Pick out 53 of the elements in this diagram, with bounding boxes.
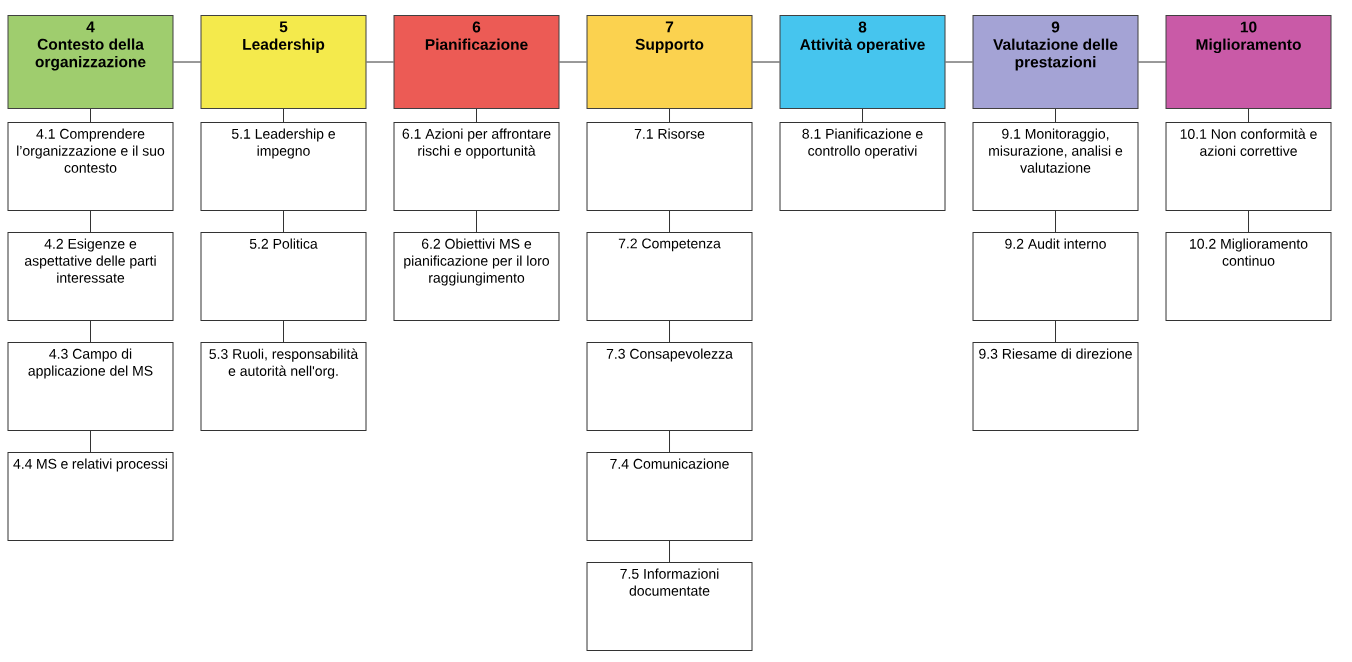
connector-line <box>862 108 863 123</box>
clause-box: 7.2 Competenza <box>586 232 753 321</box>
clause-box: 4.4 MS e relativi processi <box>7 452 174 541</box>
connector-line <box>476 210 477 233</box>
clause-box: 7.4 Comunicazione <box>586 452 753 541</box>
section-header-box: 9 Valutazione delle prestazioni <box>972 15 1139 109</box>
connector-line <box>1138 61 1166 63</box>
connector-line <box>1055 210 1056 233</box>
connector-line <box>669 210 670 233</box>
clause-box: 4.2 Esigenze e aspettative delle parti interessate <box>7 232 174 321</box>
connector-line <box>1248 108 1249 123</box>
connector-line <box>476 108 477 123</box>
connector-line <box>283 210 284 233</box>
clause-box: 7.5 Informazioni documentate <box>586 562 753 651</box>
section-header-box: 6 Pianificazione <box>393 15 560 109</box>
clause-box: 5.3 Ruoli, responsabilità e autorità nell'org. <box>200 342 367 431</box>
connector-line <box>559 61 587 63</box>
clause-box: 9.1 Monitoraggio, misurazione, analisi e valutazione <box>972 122 1139 211</box>
connector-line <box>1055 320 1056 343</box>
connector-line <box>669 430 670 453</box>
clause-box: 10.2 Miglioramento continuo <box>1165 232 1332 321</box>
clause-box: 6.1 Azioni per affrontare rischi e opportunità <box>393 122 560 211</box>
section-header-box: 10 Miglioramento <box>1165 15 1332 109</box>
connector-line <box>90 108 91 123</box>
clause-box: 9.3 Riesame di direzione <box>972 342 1139 431</box>
clause-box: 5.1 Leadership e impegno <box>200 122 367 211</box>
connector-line <box>1055 108 1056 123</box>
connector-line <box>669 108 670 123</box>
clause-box: 4.1 Comprendere l’organizzazione e il suo contesto <box>7 122 174 211</box>
clause-box: 7.3 Consapevolezza <box>586 342 753 431</box>
clause-box: 8.1 Pianificazione e controllo operativi <box>779 122 946 211</box>
clause-box: 5.2 Politica <box>200 232 367 321</box>
connector-line <box>669 540 670 563</box>
section-header-box: 4 Contesto della organizzazione <box>7 15 174 109</box>
section-header-box: 8 Attività operative <box>779 15 946 109</box>
connector-line <box>90 320 91 343</box>
section-header-box: 7 Supporto <box>586 15 753 109</box>
connector-line <box>945 61 973 63</box>
clause-box: 4.3 Campo di applicazione del MS <box>7 342 174 431</box>
clause-box: 7.1 Risorse <box>586 122 753 211</box>
clause-box: 9.2 Audit interno <box>972 232 1139 321</box>
connector-line <box>283 108 284 123</box>
connector-line <box>90 210 91 233</box>
connector-line <box>669 320 670 343</box>
connector-line <box>173 61 201 63</box>
connector-line <box>90 430 91 453</box>
connector-line <box>283 320 284 343</box>
connector-line <box>366 61 394 63</box>
connector-line <box>1248 210 1249 233</box>
section-header-box: 5 Leadership <box>200 15 367 109</box>
clause-box: 10.1 Non conformità e azioni correttive <box>1165 122 1332 211</box>
connector-line <box>752 61 780 63</box>
clause-box: 6.2 Obiettivi MS e pianificazione per il loro raggiungimento <box>393 232 560 321</box>
